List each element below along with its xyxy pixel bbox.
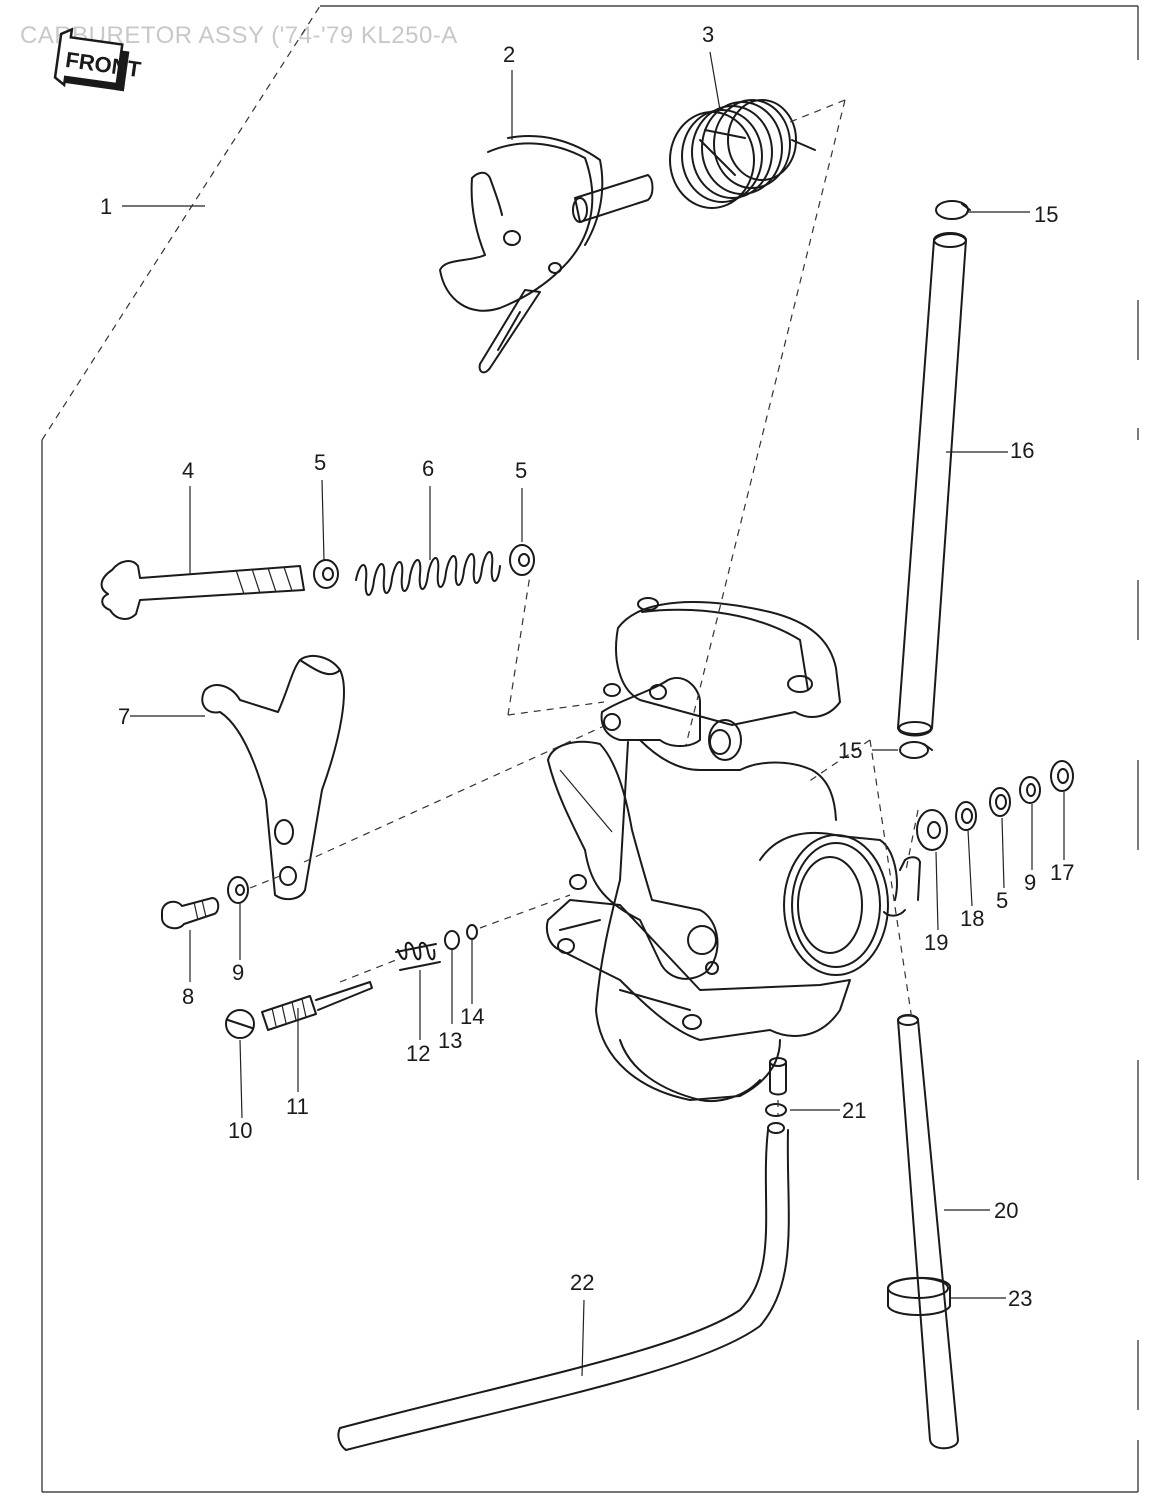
part-17-nut (1050, 760, 1074, 792)
part-20-overflow-hose (897, 1014, 959, 1450)
callout-19: 19 (924, 930, 949, 955)
callout-1: 1 (100, 194, 113, 219)
part-4-adjust-screw (100, 560, 305, 620)
callout-9-b: 9 (1024, 870, 1037, 895)
callout-14: 14 (460, 1004, 485, 1029)
part-12-spring (395, 941, 441, 971)
callout-11: 11 (286, 1094, 309, 1119)
callout-13: 13 (438, 1028, 463, 1053)
part-3-throttle-spring (669, 99, 816, 209)
part-14-o-ring (466, 924, 478, 940)
assembly-lines (249, 99, 919, 1115)
callout-12: 12 (406, 1041, 431, 1066)
callout-20: 20 (994, 1198, 1019, 1223)
part-23-hose-clip (887, 1276, 951, 1316)
part-18-lockwasher (955, 801, 977, 831)
callout-3: 3 (702, 22, 715, 47)
callout-5-c: 5 (996, 888, 1009, 913)
callout-9-a: 9 (232, 960, 245, 985)
callout-23: 23 (1008, 1286, 1033, 1311)
part-7-bracket (201, 654, 345, 901)
part-15-clamp-mid (899, 741, 933, 759)
callout-6: 6 (422, 456, 435, 481)
part-13-washer (444, 930, 460, 950)
carburetor-body (545, 597, 921, 1102)
callout-5-a: 5 (314, 450, 327, 475)
part-21-clamp (765, 1103, 787, 1134)
callout-17: 17 (1050, 860, 1075, 885)
part-2-throttle-pulley (439, 135, 654, 374)
callout-16: 16 (1010, 438, 1035, 463)
callout-15-a: 15 (1034, 202, 1059, 227)
callout-leaders (122, 51, 1065, 1377)
part-16-vent-hose (897, 232, 967, 737)
front-arrow-icon: FRONT (53, 27, 143, 92)
part-11-pilot-screw (261, 981, 373, 1031)
callout-10: 10 (228, 1118, 253, 1143)
part-5-washer-c (989, 787, 1011, 817)
callout-21: 21 (842, 1098, 867, 1123)
part-8-bolt (161, 897, 220, 930)
part-5-washer-b (509, 544, 535, 576)
part-5-washer-a (313, 559, 339, 589)
callout-8: 8 (182, 984, 195, 1009)
part-15-clamp-top (935, 200, 971, 220)
callout-5-b: 5 (515, 458, 528, 483)
part-22-drain-hose (337, 1129, 790, 1451)
part-9-washer-right (1019, 776, 1041, 804)
callout-4: 4 (182, 458, 195, 483)
part-10-cap (225, 1009, 255, 1039)
page-frame (41, 5, 1139, 1493)
callout-15-b: 15 (838, 738, 863, 763)
callout-18: 18 (960, 906, 985, 931)
part-19-washer (916, 809, 948, 851)
callout-7: 7 (118, 704, 131, 729)
callout-22: 22 (570, 1270, 595, 1295)
part-9-washer-left (227, 876, 249, 904)
callout-2: 2 (503, 42, 516, 67)
part-6-coil-spring (355, 551, 501, 596)
